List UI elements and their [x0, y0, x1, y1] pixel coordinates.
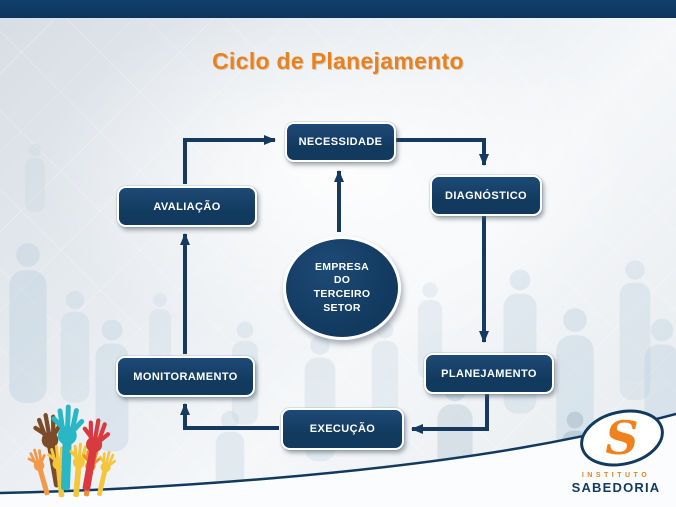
node-label: NECESSIDADE — [298, 136, 383, 148]
node-monitoramento: MONITORAMENTO — [116, 356, 255, 397]
node-label: AVALIAÇÃO — [153, 200, 221, 213]
node-diagnostico: DIAGNÓSTICO — [430, 175, 542, 216]
connector-avaliacao-necessidade — [183, 135, 276, 184]
center-line: SETOR — [323, 301, 361, 314]
connector-planejamento-execucao — [411, 392, 489, 434]
center-line: EMPRESA — [314, 260, 370, 273]
logo-name-label: SABEDORIA — [571, 480, 661, 495]
logo-s-icon: S — [580, 409, 664, 467]
node-planejamento: PLANEJAMENTO — [424, 353, 554, 394]
logo-institute-label: INSTITUTO — [581, 472, 651, 479]
node-label: DIAGNÓSTICO — [444, 189, 527, 202]
node-execucao: EXECUÇÃO — [281, 408, 404, 450]
node-label: EXECUÇÃO — [309, 423, 376, 435]
node-necessidade: NECESSIDADE — [285, 122, 396, 162]
connector-necessidade-diagnostico — [394, 138, 489, 166]
node-label: PLANEJAMENTO — [441, 367, 537, 380]
center-line: DO — [333, 274, 351, 287]
svg-text:S: S — [605, 411, 638, 465]
connector-execucao-monitoramento — [180, 403, 279, 430]
node-label: MONITORAMENTO — [133, 370, 238, 383]
header-bar — [0, 0, 676, 18]
page-title: Ciclo de Planejamento — [212, 48, 464, 74]
logo: S INSTITUTO SABEDORIA — [564, 405, 674, 505]
center-line: TERCEIRO — [313, 288, 371, 300]
center-circle: EMPRESA DO TERCEIRO SETOR — [283, 236, 401, 340]
node-avaliacao: AVALIAÇÃO — [117, 186, 257, 227]
